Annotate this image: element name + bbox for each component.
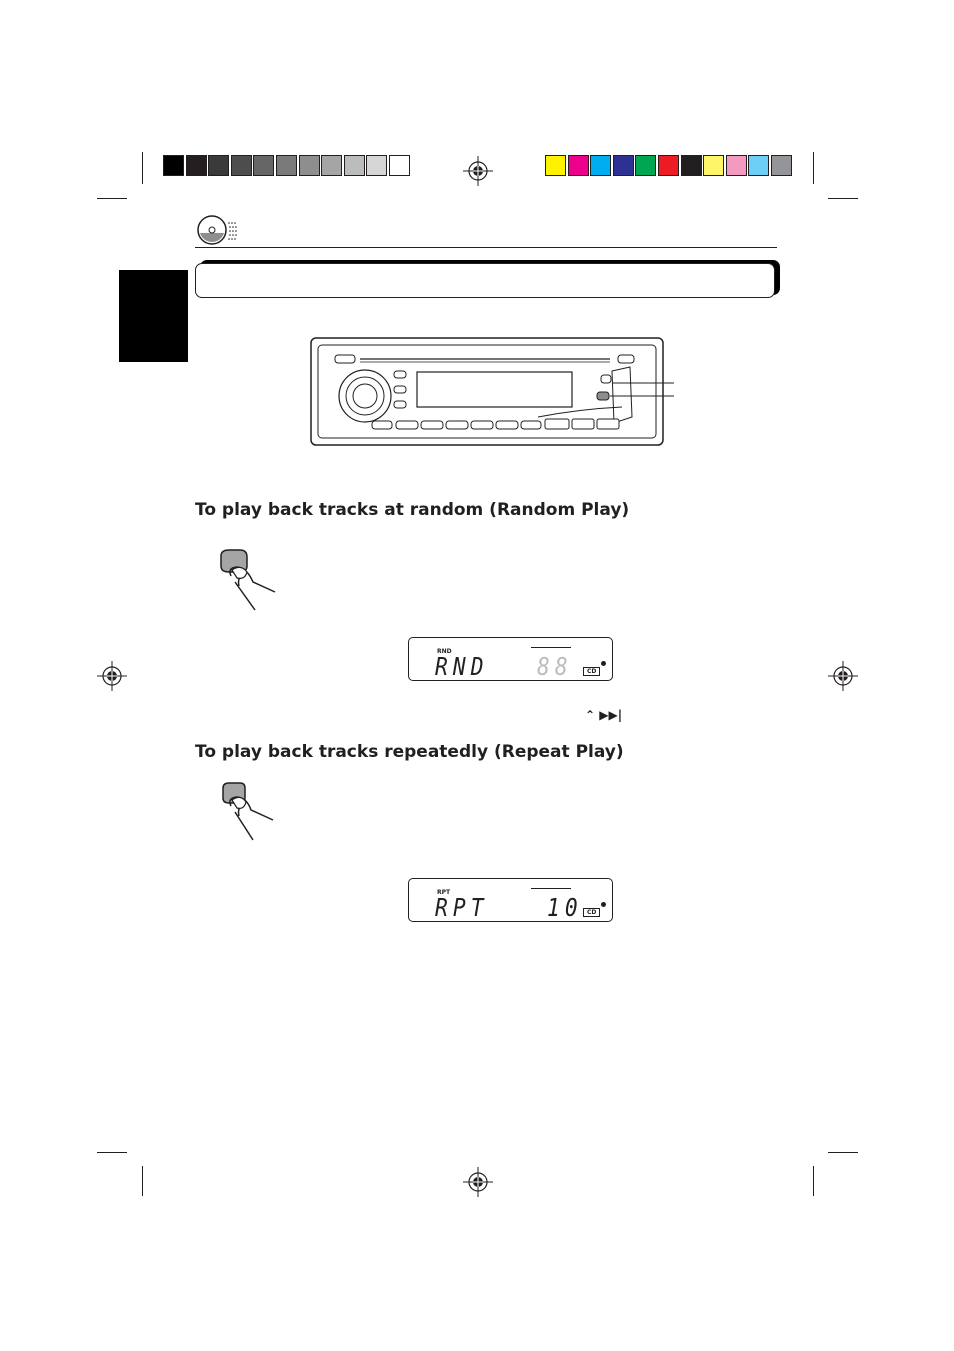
disc-indicator-icon — [601, 902, 606, 907]
color-swatch — [703, 155, 725, 176]
color-swatch — [612, 155, 634, 176]
finger-press-button-icon — [222, 782, 274, 841]
crop-mark — [828, 1152, 858, 1153]
gray-swatch — [298, 155, 320, 176]
color-swatch — [770, 155, 792, 176]
lcd-main-text: RND — [435, 652, 489, 681]
gray-swatch — [343, 155, 365, 176]
lcd-track-digits: 10 — [547, 893, 583, 922]
registration-mark-icon — [463, 156, 493, 186]
gray-swatch — [321, 155, 343, 176]
repeat-play-heading: To play back tracks repeatedly (Repeat P… — [195, 742, 624, 762]
gray-swatch — [388, 155, 410, 176]
color-swatch — [748, 155, 770, 176]
gray-swatch — [253, 155, 275, 176]
crop-mark — [813, 1166, 814, 1196]
crop-mark — [142, 152, 143, 184]
cd-disc-icon — [197, 215, 237, 245]
gray-swatch — [366, 155, 388, 176]
crop-mark — [828, 198, 858, 199]
process-color-bar — [545, 155, 794, 176]
lcd-bar-indicator — [531, 647, 571, 648]
finger-press-button-icon — [220, 549, 276, 611]
gray-swatch — [163, 155, 184, 176]
cd-source-indicator: CD — [583, 908, 601, 917]
color-swatch — [545, 155, 566, 176]
color-swatch — [635, 155, 657, 176]
gray-swatch — [230, 155, 252, 176]
lcd-display-random: RND RND 88 CD — [408, 637, 613, 681]
crop-mark — [142, 1166, 143, 1196]
rpt-indicator: RPT — [437, 889, 451, 896]
color-swatch — [657, 155, 679, 176]
color-swatch — [725, 155, 747, 176]
registration-mark-icon — [463, 1167, 493, 1197]
car-stereo-illustration — [310, 337, 674, 446]
crop-mark — [813, 152, 814, 184]
lcd-main-text: RPT — [435, 893, 489, 922]
color-swatch — [567, 155, 589, 176]
crop-mark — [97, 198, 127, 199]
lcd-bar-indicator — [531, 888, 571, 889]
gray-swatch — [208, 155, 230, 176]
cd-source-indicator: CD — [583, 667, 601, 676]
crop-mark — [97, 1152, 127, 1153]
grayscale-color-bar — [163, 155, 412, 176]
gray-swatch — [185, 155, 207, 176]
lcd-display-repeat: RPT RPT 10 CD — [408, 878, 613, 922]
header-rule — [195, 247, 777, 248]
color-swatch — [590, 155, 612, 176]
gray-swatch — [275, 155, 297, 176]
track-up-symbols-icon: ⌃ ▶▶| — [585, 708, 623, 722]
registration-mark-icon — [828, 661, 858, 691]
language-tab — [119, 270, 188, 362]
rnd-indicator: RND — [437, 648, 452, 655]
section-title-box — [195, 263, 775, 298]
lcd-track-digits: 88 — [537, 652, 573, 681]
random-play-heading: To play back tracks at random (Random Pl… — [195, 500, 630, 520]
disc-indicator-icon — [601, 661, 606, 666]
registration-mark-icon — [97, 661, 127, 691]
color-swatch — [680, 155, 702, 176]
